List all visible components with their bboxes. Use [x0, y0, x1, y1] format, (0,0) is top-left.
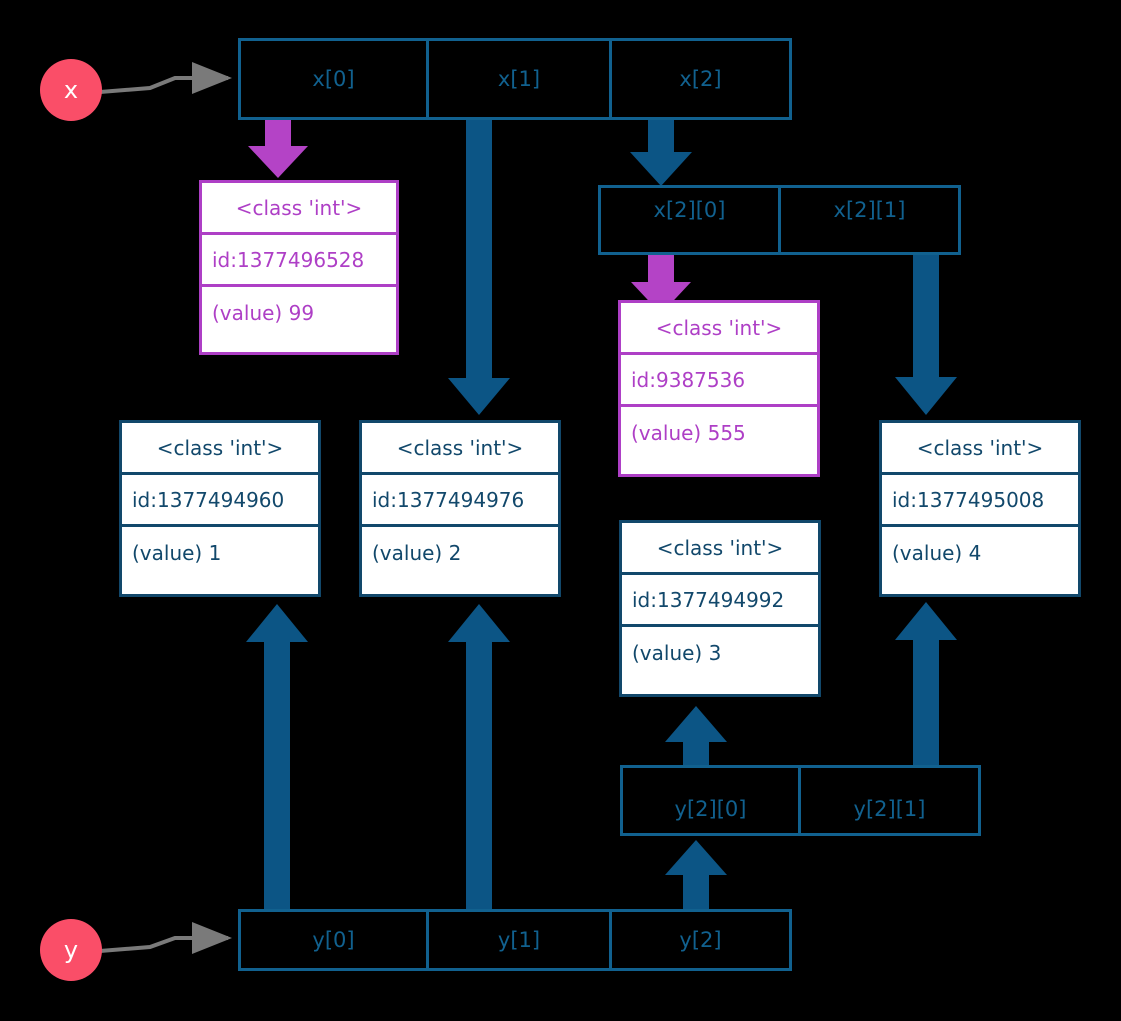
- edge-y-to-array: [99, 922, 232, 954]
- edge-x-to-array: [99, 62, 232, 94]
- object-box-int-99[interactable]: <class 'int'> id:1377496528 (value) 99: [199, 180, 399, 355]
- object-id-row: id:1377494960: [122, 475, 318, 527]
- array-cell-label: y[2]: [679, 928, 722, 952]
- variable-label-y: y: [63, 936, 79, 964]
- array-y[interactable]: y[0] y[1] y[2]: [238, 909, 792, 971]
- edge-x0-to-int99: [248, 112, 308, 178]
- object-id-label: id:1377494992: [632, 587, 785, 612]
- edge-y1-to-int2: [448, 604, 510, 912]
- array-cell-y2[interactable]: y[2]: [612, 912, 789, 968]
- object-value-row: (value) 99: [202, 287, 396, 339]
- object-id-row: id:1377494976: [362, 475, 558, 527]
- object-value-row: (value) 3: [622, 627, 818, 679]
- object-value-row: (value) 1: [122, 527, 318, 579]
- array-x2[interactable]: x[2][0] x[2][1]: [598, 185, 961, 255]
- array-cell-label: x[0]: [312, 67, 355, 91]
- edge-y21-to-int4: [895, 602, 957, 768]
- array-x[interactable]: x[0] x[1] x[2]: [238, 38, 792, 120]
- array-cell-y1[interactable]: y[1]: [429, 912, 612, 968]
- object-id-row: id:1377494992: [622, 575, 818, 627]
- object-id-row: id:9387536: [621, 355, 817, 407]
- object-value-label: (value) 4: [892, 541, 982, 565]
- object-box-int-3[interactable]: <class 'int'> id:1377494992 (value) 3: [619, 520, 821, 697]
- edge-y0-to-int1: [246, 604, 308, 912]
- array-cell-y2-1[interactable]: y[2][1]: [801, 768, 978, 833]
- edge-x21-to-int4: [895, 254, 957, 415]
- object-box-int-555[interactable]: <class 'int'> id:9387536 (value) 555: [618, 300, 820, 477]
- object-value-label: (value) 555: [631, 421, 746, 445]
- object-type-row: <class 'int'>: [882, 423, 1078, 475]
- object-type-label: <class 'int'>: [655, 315, 783, 340]
- edge-y2-to-y2array: [665, 840, 727, 913]
- array-cell-x2[interactable]: x[2]: [612, 41, 789, 117]
- object-value-row: (value) 4: [882, 527, 1078, 579]
- edge-x20-to-int555: [631, 254, 691, 314]
- array-cell-label: y[2][1]: [853, 797, 926, 821]
- array-cell-label: x[2][1]: [833, 198, 906, 222]
- object-id-label: id:1377494976: [372, 487, 525, 512]
- array-cell-label: y[1]: [497, 928, 541, 952]
- object-type-label: <class 'int'>: [656, 535, 784, 560]
- array-cell-x2-1[interactable]: x[2][1]: [781, 188, 958, 252]
- variable-node-x[interactable]: x: [40, 59, 102, 121]
- object-box-int-2[interactable]: <class 'int'> id:1377494976 (value) 2: [359, 420, 561, 597]
- object-type-row: <class 'int'>: [202, 183, 396, 235]
- object-id-row: id:1377495008: [882, 475, 1078, 527]
- object-type-label: <class 'int'>: [396, 435, 524, 460]
- array-cell-x2-0[interactable]: x[2][0]: [601, 188, 781, 252]
- array-cell-x0[interactable]: x[0]: [241, 41, 429, 117]
- object-id-label: id:1377495008: [892, 487, 1045, 512]
- object-value-label: (value) 2: [372, 541, 462, 565]
- object-box-int-4[interactable]: <class 'int'> id:1377495008 (value) 4: [879, 420, 1081, 597]
- array-y2[interactable]: y[2][0] y[2][1]: [620, 765, 981, 836]
- object-type-row: <class 'int'>: [122, 423, 318, 475]
- edge-x2-to-x2array: [630, 115, 692, 186]
- object-id-label: id:1377496528: [212, 247, 365, 272]
- array-cell-label: y[0]: [312, 928, 355, 952]
- variable-label-x: x: [63, 76, 79, 104]
- array-cell-x1[interactable]: x[1]: [429, 41, 612, 117]
- object-id-label: id:9387536: [631, 367, 746, 392]
- edge-x1-to-int2: [448, 115, 510, 415]
- array-cell-y2-0[interactable]: y[2][0]: [623, 768, 801, 833]
- object-value-label: (value) 3: [632, 641, 722, 665]
- array-cell-label: x[2][0]: [653, 198, 726, 222]
- object-value-row: (value) 2: [362, 527, 558, 579]
- array-cell-label: x[2]: [679, 67, 722, 91]
- array-cell-y0[interactable]: y[0]: [241, 912, 429, 968]
- object-type-row: <class 'int'>: [621, 303, 817, 355]
- variable-node-y[interactable]: y: [40, 919, 102, 981]
- object-box-int-1[interactable]: <class 'int'> id:1377494960 (value) 1: [119, 420, 321, 597]
- object-value-label: (value) 1: [132, 541, 222, 565]
- object-type-label: <class 'int'>: [156, 435, 284, 460]
- object-value-row: (value) 555: [621, 407, 817, 459]
- array-cell-label: x[1]: [497, 67, 541, 91]
- object-type-row: <class 'int'>: [622, 523, 818, 575]
- object-type-row: <class 'int'>: [362, 423, 558, 475]
- object-id-row: id:1377496528: [202, 235, 396, 287]
- object-value-label: (value) 99: [212, 301, 315, 325]
- edge-y20-to-int3: [665, 706, 727, 765]
- object-type-label: <class 'int'>: [916, 435, 1044, 460]
- object-id-label: id:1377494960: [132, 487, 285, 512]
- object-type-label: <class 'int'>: [235, 195, 363, 220]
- array-cell-label: y[2][0]: [674, 797, 747, 821]
